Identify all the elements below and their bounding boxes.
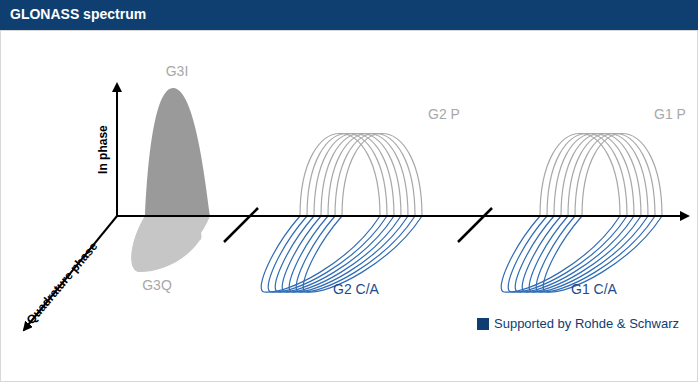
diagram-title: GLONASS spectrum	[10, 7, 146, 22]
signal-name: G3I	[166, 64, 189, 79]
signal-name: G1 C/A	[571, 282, 617, 297]
legend-swatch	[477, 318, 489, 330]
quadrature-axis	[24, 216, 117, 330]
signal-name: G2 C/A	[333, 282, 379, 297]
ca-code-lobe	[501, 216, 620, 292]
axis-break	[224, 208, 258, 242]
in-phase-axis	[116, 84, 118, 216]
axis-label: In phase	[96, 126, 109, 175]
frame	[1, 31, 698, 382]
ca-code-lobe	[303, 216, 422, 292]
signal-name: G1 P	[654, 107, 686, 122]
frequency-axis	[117, 215, 688, 217]
g3i-lobe	[145, 88, 210, 216]
ca-code-lobe	[529, 216, 648, 292]
ca-code-lobe	[261, 216, 380, 292]
ca-code-lobe	[296, 216, 415, 292]
p-code-arches	[300, 134, 662, 217]
axis-label: Quadrature phase	[24, 240, 100, 327]
ca-code-lobe	[536, 216, 655, 292]
ca-code-lobe	[289, 216, 408, 292]
ca-code-lobes	[261, 216, 662, 292]
axis-break	[458, 208, 492, 242]
signal-name: G2 P	[428, 107, 460, 122]
ca-code-lobe	[543, 216, 662, 292]
signal-name: G3Q	[142, 278, 172, 293]
ca-code-lobe	[515, 216, 634, 292]
p-code-arch	[342, 134, 422, 217]
ca-code-lobe	[268, 216, 387, 292]
ca-code-lobe	[282, 216, 401, 292]
g3q-lobe	[131, 216, 210, 272]
ca-code-lobe	[522, 216, 641, 292]
p-code-arch	[582, 134, 662, 217]
ca-code-lobe	[275, 216, 394, 292]
ca-code-lobe	[508, 216, 627, 292]
legend-text: Supported by Rohde & Schwarz	[494, 317, 679, 331]
